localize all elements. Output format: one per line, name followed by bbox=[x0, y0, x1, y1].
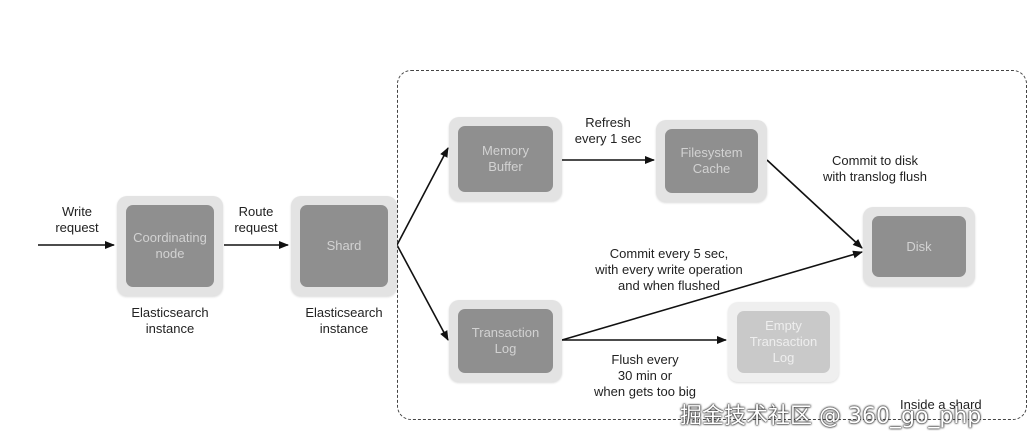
transaction-log-node: Transaction Log bbox=[449, 300, 562, 382]
memory-buffer-label: Memory Buffer bbox=[458, 126, 553, 192]
arrow-commit-translog bbox=[766, 159, 863, 249]
empty-transaction-log-node: Empty Transaction Log bbox=[728, 302, 839, 382]
coordinating-node: Coordinating node bbox=[117, 196, 223, 296]
empty-transaction-log-label: Empty Transaction Log bbox=[737, 311, 830, 373]
refresh-label: Refresh every 1 sec bbox=[574, 115, 642, 146]
filesystem-cache-label: Filesystem Cache bbox=[665, 129, 758, 193]
route-request-label: Route request bbox=[234, 204, 278, 235]
transaction-log-label: Transaction Log bbox=[458, 309, 553, 373]
arrow-to-transaction-log bbox=[396, 244, 449, 341]
flush-every-label: Flush every 30 min or when gets too big bbox=[594, 352, 696, 399]
shard-node-caption: Elasticsearch instance bbox=[305, 305, 383, 336]
filesystem-cache-node: Filesystem Cache bbox=[656, 120, 767, 202]
watermark: 掘金技术社区 @ 360_go_php bbox=[680, 404, 982, 429]
shard-container bbox=[397, 70, 1027, 420]
memory-buffer-node: Memory Buffer bbox=[449, 117, 562, 201]
coordinating-node-label: Coordinating node bbox=[126, 205, 214, 287]
shard-node: Shard bbox=[291, 196, 397, 296]
coordinating-node-caption: Elasticsearch instance bbox=[131, 305, 209, 336]
commit-translog-label: Commit to disk with translog flush bbox=[822, 153, 928, 184]
arrow-commit-every bbox=[561, 250, 863, 341]
disk-node: Disk bbox=[863, 207, 975, 286]
arrow-to-memory-buffer bbox=[396, 147, 449, 246]
shard-container-label: Inside a shard bbox=[900, 397, 982, 412]
commit-every-label: Commit every 5 sec, with every write ope… bbox=[595, 246, 743, 293]
shard-node-label: Shard bbox=[300, 205, 388, 287]
disk-label: Disk bbox=[872, 216, 966, 277]
write-request-label: Write request bbox=[55, 204, 99, 235]
